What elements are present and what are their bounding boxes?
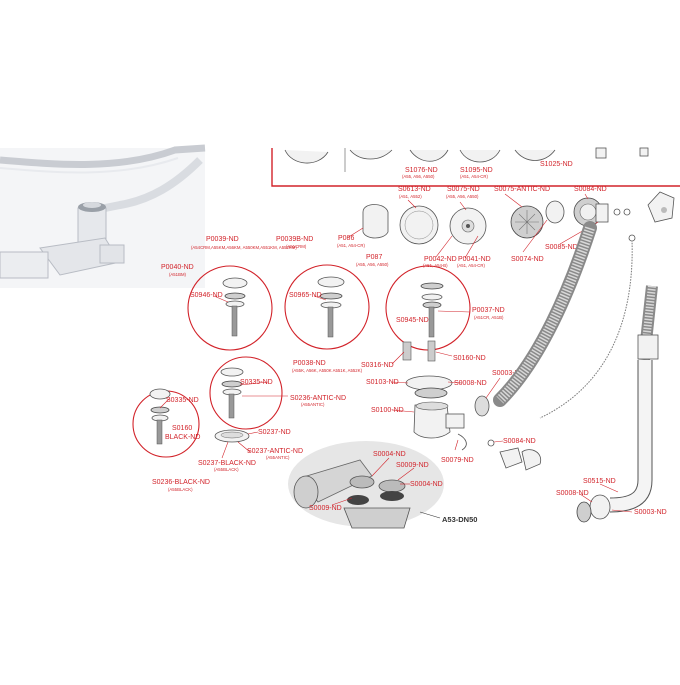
plug-group-p0038: P0038-ND (A55K, A56K, A550K A551K, A552K… <box>209 356 363 430</box>
label-s0085: S0085-ND <box>545 244 578 251</box>
label-p0039b: P0039B-ND <box>276 236 313 243</box>
label-s0004-b: S0004-ND <box>410 481 443 488</box>
plug-group-black: S0335-ND S0160 BLACK-ND S0236-BLACK-ND (… <box>132 388 210 492</box>
label-p0037-sub: (A51CR, A51B) <box>474 315 504 320</box>
label-p0040: P0040-ND <box>161 264 194 271</box>
label-p0038: P0038-ND <box>293 360 326 367</box>
label-s0160-black-1: S0160 <box>172 425 192 432</box>
label-s0103: S0103-ND <box>366 379 399 386</box>
label-p087-sub: (A55, A56, A550) <box>356 262 389 267</box>
label-s0237: S0237-ND <box>258 429 291 436</box>
top-parts-box: S1076-ND (A55, A56, A550) S1095-ND (A51,… <box>271 147 680 187</box>
label-s0009-b: S0009-ND <box>309 505 342 512</box>
label-s0008-bottom: S0008-ND <box>556 490 589 497</box>
siphon-code: A53-DN50 <box>442 515 477 524</box>
label-s0008-mid: S0008-ND <box>454 380 487 387</box>
label-s0003-mid: S0003-ND <box>492 370 525 377</box>
label-p0040-sub: (A51BM) <box>169 272 187 277</box>
plug-group-p0039: P0039-ND (A54CRM,A55KM,A56KM, A550KM,A55… <box>161 236 297 351</box>
label-p0041-sub: (A51, A54-CR) <box>457 263 486 268</box>
plug-group-p0039b: P0039B-ND (A51CRM) S0965-ND <box>276 236 370 350</box>
plug-group-p0037: S0945-ND P0037-ND (A51CR, A51B) <box>385 265 505 351</box>
label-s0946: S0946-ND <box>190 292 223 299</box>
flex-hose: S0515-ND S0008-ND S0003-ND <box>493 221 667 523</box>
label-p086-sub: (A51, A54-CR) <box>337 243 366 248</box>
label-s1095-sub: (A51, A54-CR) <box>460 174 489 179</box>
label-p0041: P0041-ND <box>458 256 491 263</box>
label-s1095: S1095-ND <box>460 167 493 174</box>
label-s0084-mid: S0084-ND <box>503 438 536 445</box>
label-s0009-a: S0009-ND <box>396 462 429 469</box>
label-p0037: P0037-ND <box>472 307 505 314</box>
label-s0160-top: S0160-ND <box>453 355 486 362</box>
plug-rim: S0237-ND S0237-ANTIC-ND (A55ANTIC) S0237… <box>198 429 303 472</box>
label-p0039-sub: (A54CRM,A55KM,A56KM, A550KM,A551KM, A552… <box>191 245 297 250</box>
waste-labels: S0316-ND S0160-ND S0103-ND S0008-ND S000… <box>361 355 536 464</box>
overflow-parts <box>346 191 675 259</box>
label-s0613-sub: (A51, A552) <box>399 194 422 199</box>
label-p087: P087 <box>366 254 382 261</box>
label-p0039b-sub: (A51CRM) <box>286 244 307 249</box>
label-s0074: S0074-ND <box>511 256 544 263</box>
overflow-labels: S0613-ND (A51, A552) S0075-ND (A55, A56,… <box>337 186 607 268</box>
label-p0039: P0039-ND <box>206 236 239 243</box>
label-s0613: S0613-ND <box>398 186 431 193</box>
label-s1076: S1076-ND <box>405 167 438 174</box>
label-s0075: S0075-ND <box>447 186 480 193</box>
label-s0236-black-sub: (A55BLACK) <box>168 487 193 492</box>
label-s0237-antic: S0237-ANTIC-ND <box>247 448 303 455</box>
label-s0236-antic-sub: (A55ANTIC) <box>301 402 325 407</box>
label-s0237-antic-sub: (A55ANTIC) <box>266 455 290 460</box>
label-p0038-sub: (A55K, A56K, A550K A551K, A552K) <box>292 368 363 373</box>
label-s0075-antic: S0075-ANTIC-ND <box>494 186 550 193</box>
label-s0160-black-2: BLACK-ND <box>165 434 200 441</box>
label-s0004-a: S0004-ND <box>373 451 406 458</box>
label-p0042-sub: (A51, A54-B) <box>423 263 448 268</box>
product-photo <box>0 144 206 288</box>
label-s0515: S0515-ND <box>583 478 616 485</box>
label-s0100: S0100-ND <box>371 407 404 414</box>
label-s1025: S1025-ND <box>540 161 573 168</box>
label-s0965: S0965-ND <box>289 292 322 299</box>
label-p0042: P0042-ND <box>424 256 457 263</box>
label-s0945: S0945-ND <box>396 317 429 324</box>
label-s0335-lower: S0335-ND <box>166 397 199 404</box>
label-s0316: S0316-ND <box>361 362 394 369</box>
label-s0084-top: S0084-ND <box>574 186 607 193</box>
label-s0335-mid: S0335-ND <box>240 379 273 386</box>
waste-assembly <box>391 340 542 471</box>
siphon-a53: S0004-ND S0009-ND S0004-ND S0009-ND A53-… <box>288 441 477 529</box>
label-s0237-black-sub: (A55BLACK) <box>214 467 239 472</box>
label-s0003-bottom: S0003-ND <box>634 509 667 516</box>
label-s0236-black: S0236-BLACK-ND <box>152 479 210 486</box>
label-s0079: S0079-ND <box>441 457 474 464</box>
label-s0075-sub: (A55, A56, A550) <box>446 194 479 199</box>
label-s0237-black: S0237-BLACK-ND <box>198 460 256 467</box>
label-s1076-sub: (A55, A56, A550) <box>402 174 435 179</box>
label-s0236-antic: S0236-ANTIC-ND <box>290 395 346 402</box>
label-p086: P086 <box>338 235 354 242</box>
